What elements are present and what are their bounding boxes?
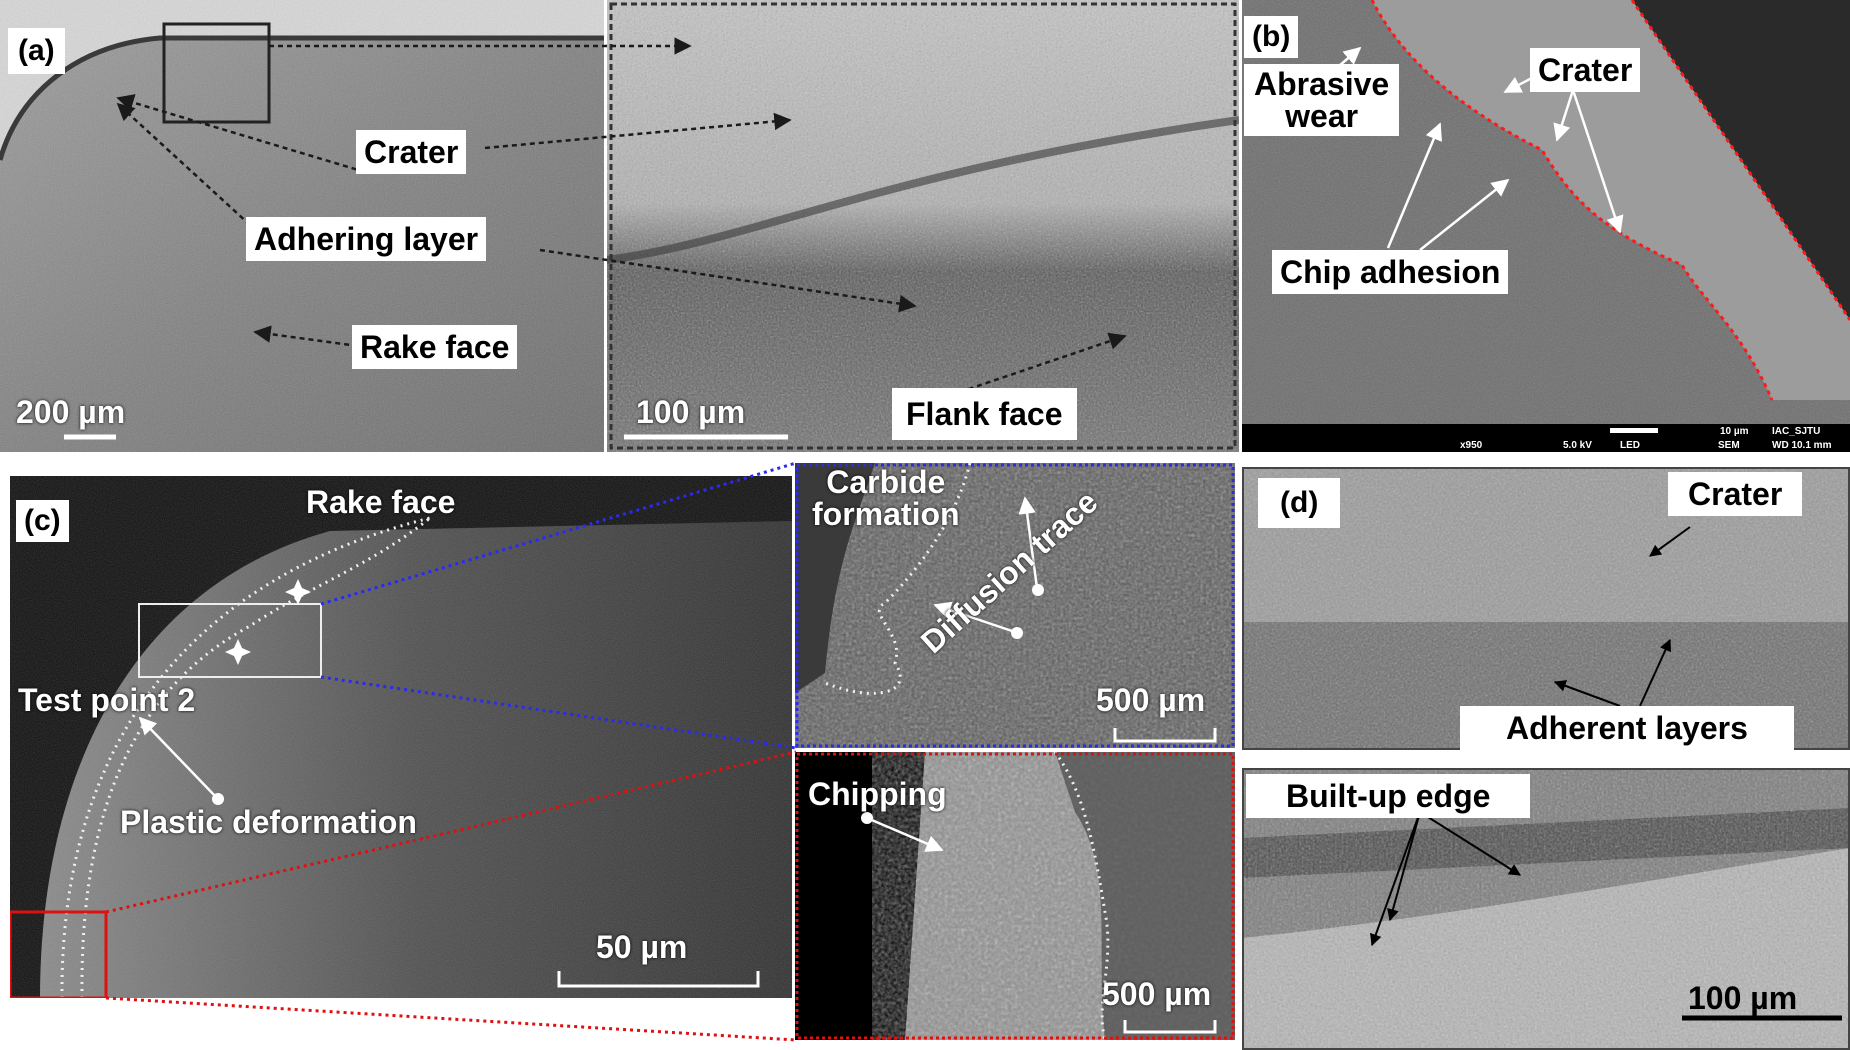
- panel-c-scale-top: 500 µm: [1096, 682, 1206, 718]
- panel-b-sem-wd: WD 10.1 mm: [1772, 440, 1832, 451]
- panel-d-label-built-up-edge: Built-up edge: [1246, 774, 1531, 818]
- panel-b-label-abrasive-line1: Abrasive: [1254, 66, 1390, 102]
- panel-b-sem-scale: 10 µm: [1720, 426, 1749, 437]
- panel-b-letter: (b): [1244, 16, 1299, 58]
- panel-d-label-adherent-layers: Adherent layers: [1460, 706, 1794, 750]
- panel-b-sem-voltage: 5.0 kV: [1563, 440, 1592, 451]
- panel-c-scale-bottom: 500 µm: [1102, 976, 1212, 1012]
- panel-c-inset-top-image: [795, 463, 1235, 748]
- panel-a-letter: (a): [8, 28, 65, 74]
- panel-b-label-abrasive-wear: Abrasive wear: [1244, 64, 1400, 136]
- panel-b-sem-detector: LED: [1620, 440, 1640, 451]
- panel-d-label-crater: Crater: [1668, 472, 1803, 516]
- panel-a-label-flank-face: Flank face: [892, 388, 1077, 440]
- panel-c-main-image: [10, 476, 792, 998]
- panel-b-label-abrasive-line2: wear: [1285, 98, 1359, 134]
- panel-c-label-carbide-formation: Carbide formation: [806, 464, 966, 532]
- panel-b-label-crater: Crater: [1530, 48, 1641, 92]
- panel-a-label-adhering-layer: Adhering layer: [246, 217, 487, 261]
- panel-c-label-rake-face: Rake face: [306, 484, 456, 520]
- panel-b-sem-magnification: x950: [1460, 440, 1483, 451]
- panel-b-label-chip-adhesion: Chip adhesion: [1272, 250, 1509, 294]
- panel-c-label-carbide-line1: Carbide: [826, 464, 946, 500]
- panel-c-inset-bottom-image: [795, 752, 1235, 1040]
- panel-b-sem-institution: IAC_SJTU: [1772, 426, 1821, 437]
- panel-c-scale-main: 50 µm: [596, 929, 688, 965]
- panel-c-label-chipping: Chipping: [808, 776, 947, 812]
- panel-c-letter: (c): [16, 500, 69, 542]
- panel-b-sem-mode: SEM: [1718, 440, 1740, 451]
- panel-a-scale-zoom: 100 µm: [636, 394, 746, 430]
- panel-a-scale-main: 200 µm: [16, 394, 126, 430]
- panel-a-label-crater: Crater: [356, 130, 467, 174]
- panel-c-label-test-point: Test point 2: [18, 682, 196, 718]
- panel-a-label-rake-face: Rake face: [352, 325, 518, 369]
- panel-c-label-plastic-deformation: Plastic deformation: [120, 804, 417, 840]
- panel-c-label-carbide-line2: formation: [812, 496, 960, 532]
- panel-d-letter: (d): [1258, 478, 1341, 528]
- panel-a-zoom-image: [607, 0, 1239, 452]
- panel-d-scale: 100 µm: [1688, 980, 1798, 1016]
